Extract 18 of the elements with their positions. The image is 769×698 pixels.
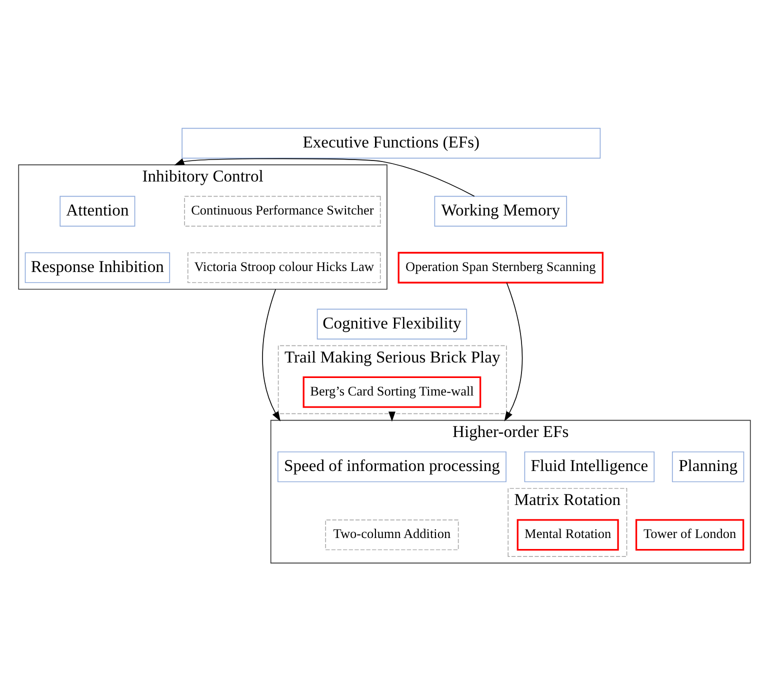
node-box: Attention (60, 196, 136, 227)
node-box: Berg’s Card Sorting Time-wall (302, 376, 482, 408)
node-box: Planning (672, 451, 744, 482)
node-box: Working Memory (434, 196, 568, 227)
node-box: Tower of London (635, 519, 744, 551)
node-box: Executive Functions (EFs) (182, 128, 601, 159)
node-box: Speed of information processing (277, 451, 506, 482)
arrow (262, 288, 280, 422)
arrow (504, 282, 523, 422)
node-box: Response Inhibition (24, 252, 170, 284)
node-box: Victoria Stroop colour Hicks Law (187, 252, 381, 284)
node-box: Mental Rotation (516, 519, 619, 551)
node-box: Continuous Performance Switcher (184, 196, 381, 227)
arrow (174, 158, 475, 197)
node-box: Two-column Addition (325, 520, 459, 550)
node-box: Cognitive Flexibility (316, 308, 468, 340)
node-box: Fluid Intelligence (524, 451, 655, 482)
node-box: Operation Span Sternberg Scanning (398, 252, 604, 284)
